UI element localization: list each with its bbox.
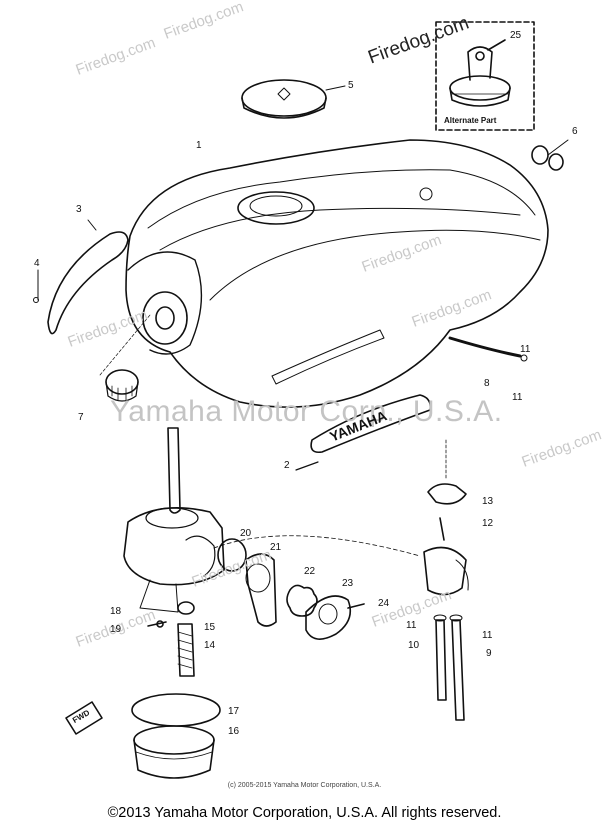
callout-22: 22: [304, 566, 316, 577]
o-ring-15: [177, 601, 195, 615]
fuel-cock-right: [423, 439, 469, 596]
callout-1: 1: [196, 140, 202, 151]
gasket-13: [427, 483, 467, 505]
callout-18: 18: [110, 606, 122, 617]
callout-16: 16: [228, 726, 240, 737]
callout-5: 5: [348, 80, 354, 91]
callout-11: 11: [406, 620, 417, 631]
fuel-pipes-9-10: [433, 614, 465, 721]
filler-cap: [241, 79, 346, 119]
plate-23: [305, 595, 352, 640]
alternate-part-label: Alternate Part: [444, 116, 497, 125]
callout-9: 9: [486, 648, 492, 659]
diagram-copyright: (c) 2005-2015 Yamaha Motor Corporation, …: [227, 782, 382, 789]
callout-7: 7: [78, 412, 84, 423]
callout-4: 4: [34, 258, 40, 269]
callout-11: 11: [482, 630, 493, 641]
callout-14: 14: [204, 640, 216, 651]
callout-15: 15: [204, 622, 216, 633]
tank-badge: [295, 394, 432, 471]
alternate-part-inset: [435, 21, 535, 131]
callout-6: 6: [572, 126, 578, 137]
parts-diagram: [33, 21, 569, 779]
fuel-tank: [125, 139, 549, 408]
callout-11: 11: [520, 344, 531, 355]
callout-21: 21: [270, 542, 282, 553]
callout-2: 2: [284, 460, 290, 471]
callout-20: 20: [240, 528, 252, 539]
callout-24: 24: [378, 598, 390, 609]
callout-23: 23: [342, 578, 354, 589]
callout-25: 25: [510, 30, 522, 41]
callout-11: 11: [512, 392, 523, 403]
damper-parts-6: [531, 139, 569, 171]
wave-washer-22: [286, 584, 318, 617]
forward-arrow: [65, 701, 103, 735]
packing-20: [217, 538, 247, 572]
strainer-14: [177, 623, 195, 677]
fuel-cock-left: [123, 427, 225, 613]
callout-13: 13: [482, 496, 494, 507]
callout-8: 8: [484, 378, 490, 389]
lever-21: [245, 553, 277, 627]
bowl-16: [133, 725, 215, 779]
callout-3: 3: [76, 204, 82, 215]
watermark-main: Yamaha Motor Corp., U.S.A.: [110, 395, 503, 428]
breather-hose: [448, 336, 528, 362]
callout-12: 12: [482, 518, 494, 529]
callout-19: 19: [110, 624, 122, 635]
screw-19: [147, 620, 167, 628]
callout-10: 10: [408, 640, 420, 651]
screw-24: [347, 603, 365, 609]
cap-7: [99, 314, 151, 402]
gasket-17: [131, 693, 221, 727]
side-emblem: [33, 219, 129, 335]
callout-17: 17: [228, 706, 240, 717]
footer-copyright: ©2013 Yamaha Motor Corporation, U.S.A. A…: [107, 805, 502, 821]
